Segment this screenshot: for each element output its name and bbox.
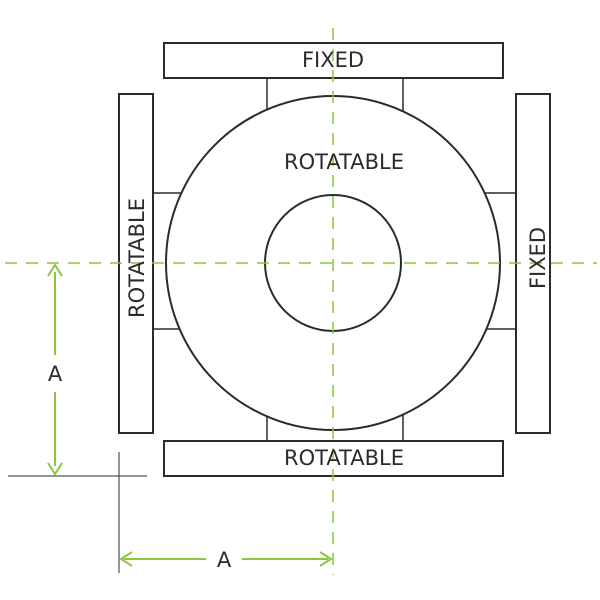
- right-flange: [515, 93, 551, 434]
- left-flange-label: ROTATABLE: [125, 198, 149, 318]
- bottom-flange-label: ROTATABLE: [284, 446, 404, 470]
- vertical-dimension-label: A: [48, 362, 63, 386]
- body-label: ROTATABLE: [284, 150, 404, 174]
- vertical-dimension: A: [47, 263, 63, 476]
- horizontal-dimension-arrow-left: [119, 551, 133, 567]
- horizontal-dimension-arrow-right: [319, 551, 333, 567]
- top-flange-label: FIXED: [302, 48, 364, 72]
- vertical-dimension-arrow-top: [47, 263, 63, 277]
- right-flange-label: FIXED: [526, 227, 550, 289]
- vertical-dimension-arrow-bottom: [47, 462, 63, 476]
- flange-stems: [153, 79, 516, 441]
- horizontal-dimension: A: [119, 548, 333, 572]
- horizontal-dimension-label: A: [217, 548, 232, 572]
